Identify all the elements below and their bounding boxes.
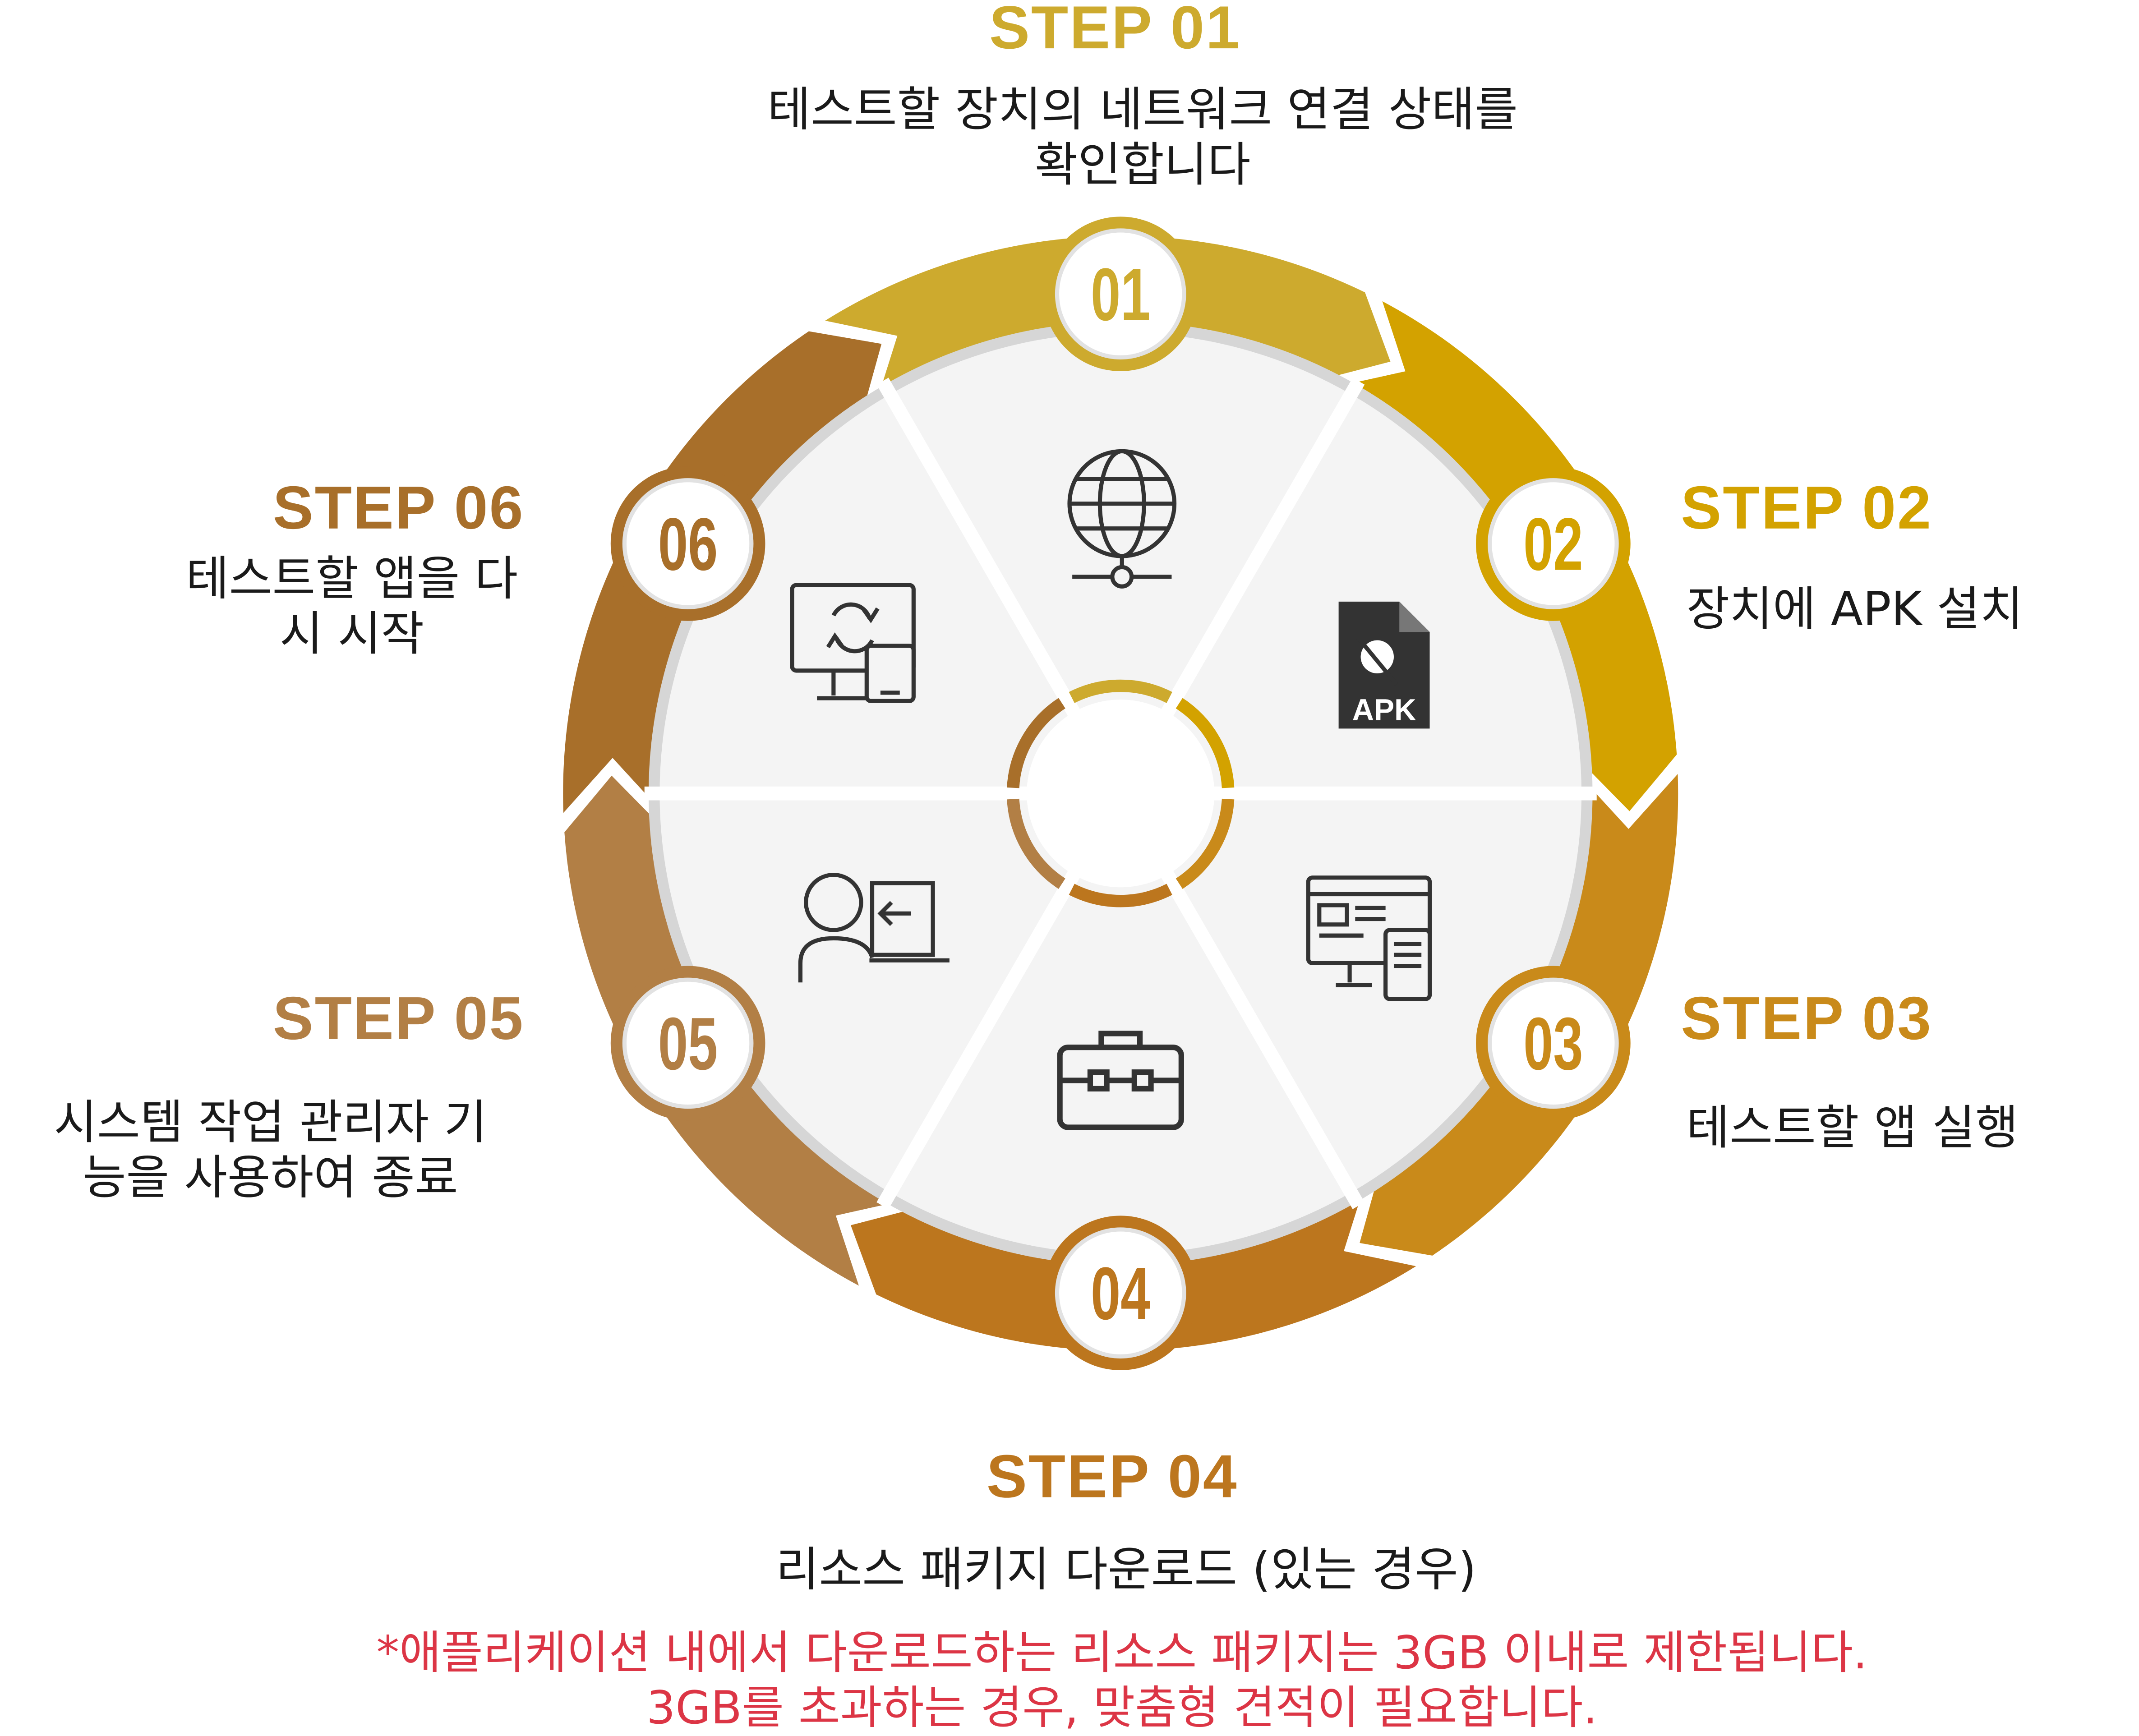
step-number: 02 (1523, 502, 1583, 586)
step-01-desc-line: 확인합니다 (1034, 138, 1251, 193)
step-01-desc-line: 테스트할 장치의 네트워크 연결 상태를 (767, 83, 1518, 138)
step-01-label: STEP 01 (989, 0, 1241, 62)
ring-segment-02 (1337, 301, 1677, 811)
step-06-badge: 06 (610, 466, 765, 621)
responsive-devices-icon (1306, 875, 1432, 1001)
step-03-badge: 03 (1476, 966, 1631, 1121)
step-02-badge: 02 (1476, 466, 1631, 621)
step-05-desc: 시스템 작업 관리자 기 능을 사용하여 종료 (0, 1096, 541, 1206)
step-number: 01 (1091, 253, 1150, 336)
device-sync-icon (790, 583, 916, 703)
step-06-desc-line: 테스트할 앱을 다 (186, 552, 518, 608)
step-number: 05 (658, 1002, 718, 1086)
step-06-label: STEP 06 (272, 474, 525, 543)
step-06-desc: 테스트할 앱을 다 시 시작 (138, 552, 566, 663)
center-ring-segment (1007, 798, 1065, 889)
user-logout-icon (798, 873, 950, 983)
center-ring-segment (1069, 884, 1172, 907)
step-01-badge: 01 (1043, 216, 1198, 371)
ring-segment-05 (564, 775, 904, 1286)
footnote-line: 3GB를 초과하는 경우, 맞춤형 견적이 필요합니다. (646, 1681, 1598, 1735)
step-03-desc: 테스트할 앱 실행 (1686, 1101, 2019, 1156)
step-02-label: STEP 02 (1681, 474, 1933, 543)
step-05-badge: 05 (610, 966, 765, 1121)
center-ring-segment (1176, 798, 1235, 889)
briefcase-icon (1057, 1031, 1184, 1130)
step-06-desc-line: 시 시작 (280, 607, 424, 663)
center-ring-segment (1007, 698, 1065, 788)
center-circle (1027, 700, 1215, 888)
step-05-desc-line: 시스템 작업 관리자 기 (54, 1096, 487, 1151)
footnote-line: *애플리케이션 내에서 다운로드하는 리소스 패키지는 3GB 이내로 제한됩니… (376, 1625, 1868, 1680)
globe-network-icon (1067, 449, 1177, 589)
step-04-label: STEP 04 (986, 1443, 1238, 1511)
step-number: 03 (1523, 1002, 1583, 1086)
footnote: *애플리케이션 내에서 다운로드하는 리소스 패키지는 3GB 이내로 제한됩니… (0, 1625, 2139, 1736)
center-ring-segment (1069, 679, 1172, 703)
apk-file-icon: APK (1338, 601, 1430, 729)
apk-icon-label: APK (1352, 693, 1416, 727)
center-ring-segment (1176, 698, 1235, 788)
step-03-label: STEP 03 (1681, 985, 1933, 1053)
step-number: 04 (1091, 1252, 1150, 1335)
step-number: 06 (658, 502, 718, 586)
step-05-label: STEP 05 (272, 985, 525, 1053)
step-05-desc-line: 능을 사용하여 종료 (83, 1151, 458, 1206)
step-04-desc: 리소스 패키지 다운로드 (있는 경우) (775, 1543, 1477, 1598)
step-02-desc: 장치에 APK 설치 (1686, 582, 2024, 638)
step-04-badge: 04 (1043, 1216, 1198, 1370)
step-01-desc: 테스트할 장치의 네트워크 연결 상태를 확인합니다 (0, 83, 2139, 193)
